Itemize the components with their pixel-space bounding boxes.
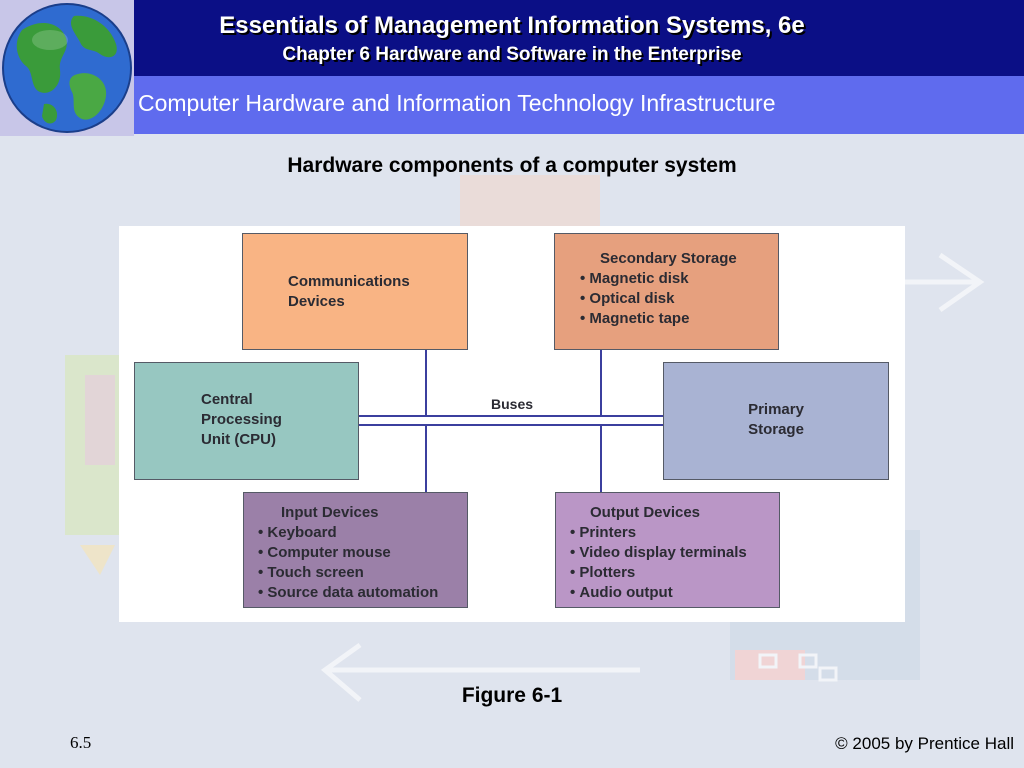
- section-title-bar: [134, 76, 1024, 134]
- cpu-line2: Processing: [201, 411, 282, 428]
- input-devices-title: Input Devices: [281, 504, 379, 521]
- copyright-notice: © 2005 by Prentice Hall: [835, 734, 1014, 753]
- output-devices-box: Output Devices Printers Video display te…: [555, 492, 780, 608]
- figure-heading: Hardware components of a computer system: [287, 154, 737, 177]
- cpu-line3: Unit (CPU): [201, 431, 276, 448]
- slide-header: [0, 0, 1024, 76]
- slide-number: 6.5: [70, 733, 92, 752]
- primary-storage-line2: Storage: [748, 421, 804, 438]
- output-device-item: Printers: [570, 523, 779, 543]
- communications-devices-box: Communications Devices: [242, 233, 468, 350]
- input-device-item: Keyboard: [258, 523, 467, 543]
- communications-line1: Communications: [288, 273, 410, 290]
- primary-storage-box: Primary Storage: [663, 362, 889, 480]
- secondary-storage-box: Secondary Storage Magnetic disk Optical …: [554, 233, 779, 350]
- output-device-item: Plotters: [570, 563, 779, 583]
- globe-logo-box: [0, 0, 134, 136]
- cpu-line1: Central: [201, 391, 253, 408]
- cpu-box: Central Processing Unit (CPU): [134, 362, 359, 480]
- input-devices-box: Input Devices Keyboard Computer mouse To…: [243, 492, 468, 608]
- output-device-item: Audio output: [570, 583, 779, 603]
- figure-label: Figure 6-1: [461, 684, 563, 707]
- secondary-storage-item: Optical disk: [580, 289, 778, 309]
- section-title: Computer Hardware and Information Techno…: [138, 90, 776, 116]
- secondary-storage-item: Magnetic disk: [580, 269, 778, 289]
- communications-line2: Devices: [288, 293, 345, 310]
- buses-label: Buses: [491, 396, 534, 412]
- output-devices-title: Output Devices: [590, 504, 701, 521]
- primary-storage-line1: Primary: [748, 401, 804, 418]
- output-device-item: Video display terminals: [570, 543, 779, 563]
- input-device-item: Touch screen: [258, 563, 467, 583]
- secondary-storage-title: Secondary Storage: [600, 250, 737, 267]
- input-device-item: Computer mouse: [258, 543, 467, 563]
- chapter-title: Chapter 6 Hardware and Software in the E…: [282, 44, 742, 65]
- globe-icon: [0, 0, 134, 136]
- course-title: Essentials of Management Information Sys…: [219, 12, 805, 39]
- input-device-item: Source data automation: [258, 583, 467, 603]
- secondary-storage-item: Magnetic tape: [580, 309, 778, 329]
